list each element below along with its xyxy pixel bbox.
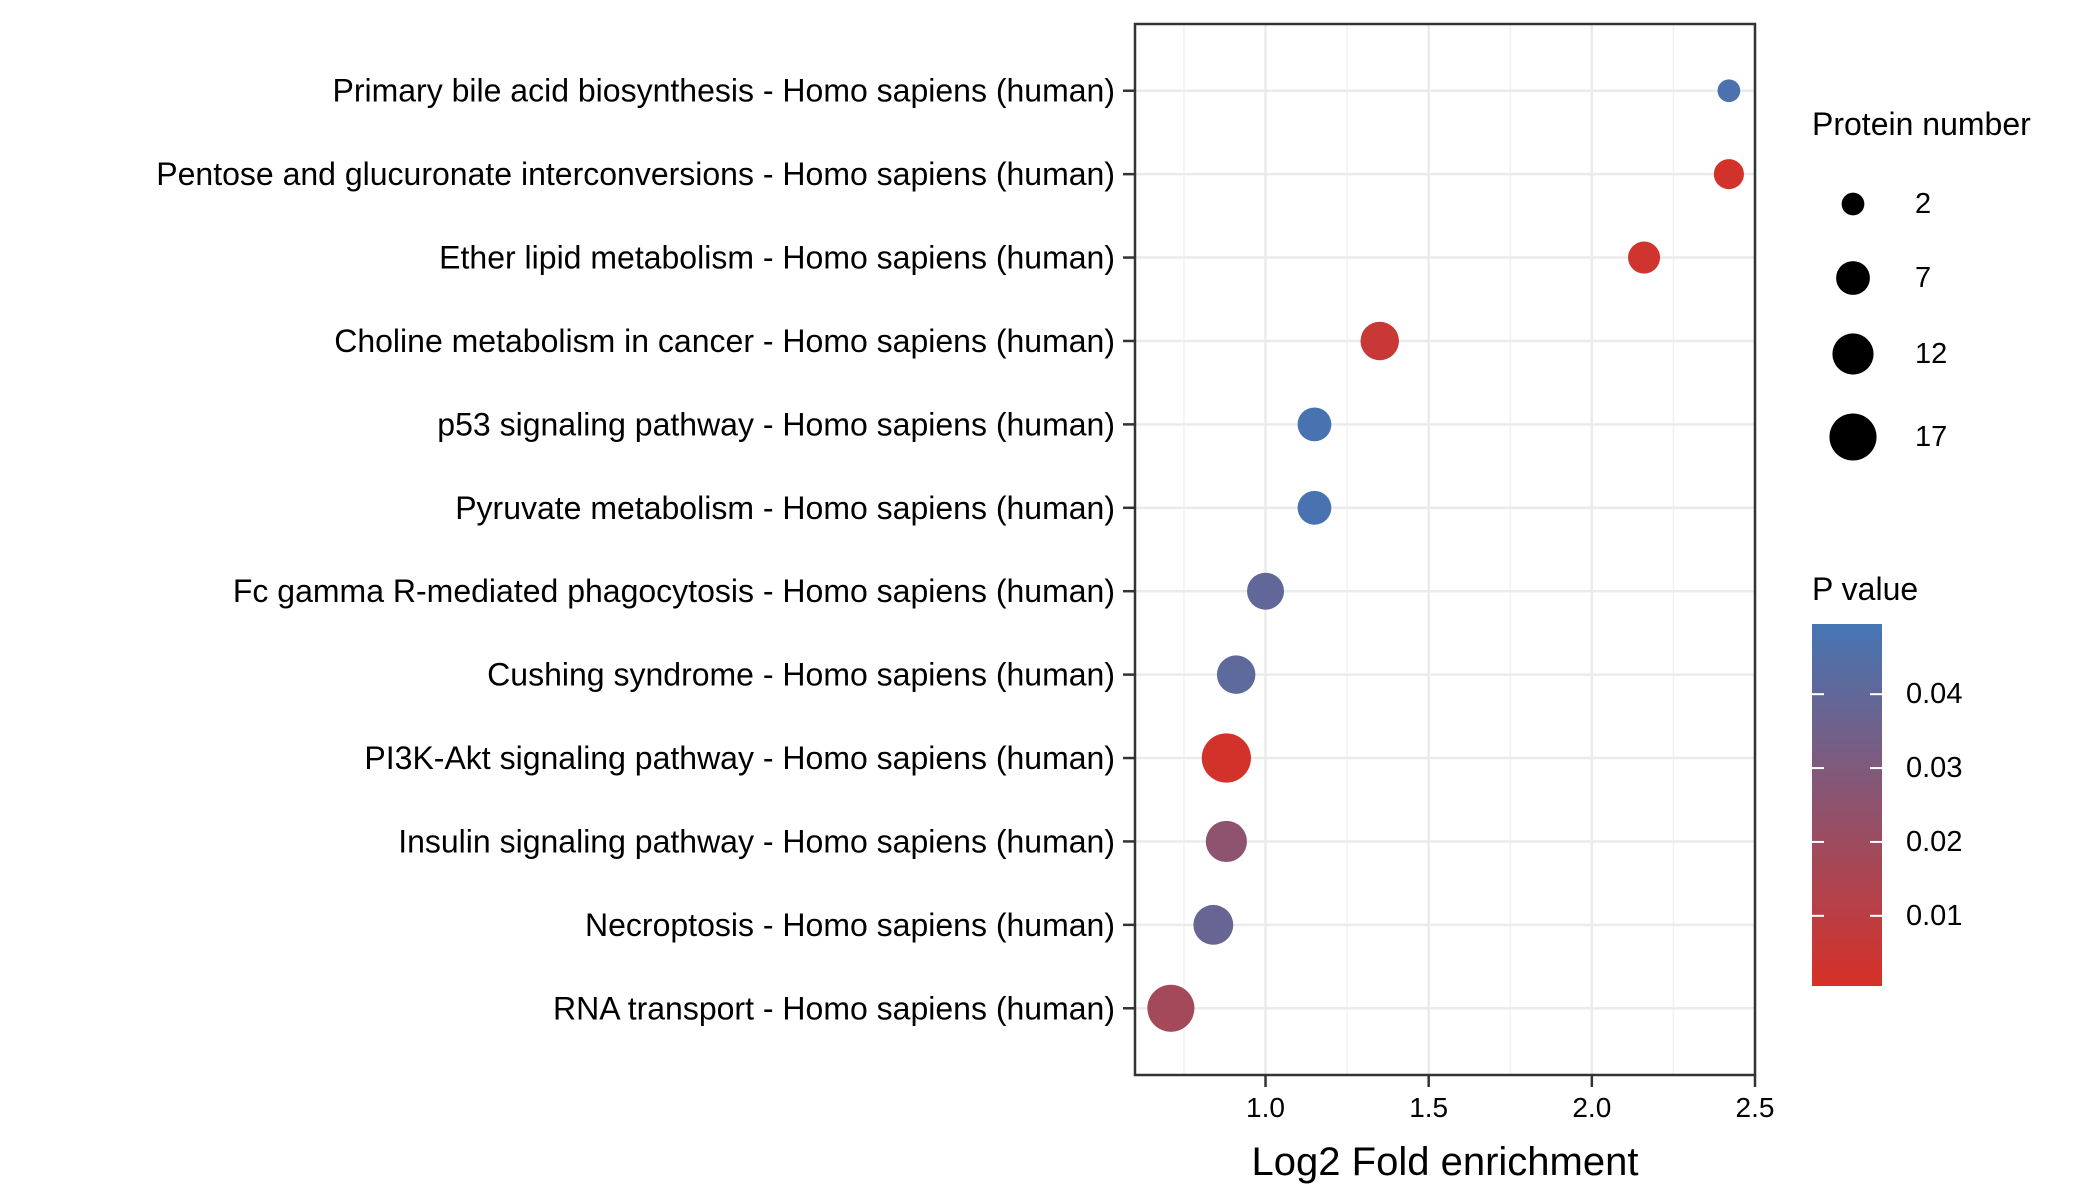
data-point [1216,655,1256,694]
data-point [1713,159,1744,190]
size-legend-label: 7 [1915,262,1931,294]
data-points [1147,79,1744,1032]
y-tick-label: Fc gamma R-mediated phagocytosis - Homo … [233,573,1115,609]
data-point [1205,820,1247,863]
x-axis-title: Log2 Fold enrichment [1252,1140,1639,1184]
color-legend-label: 0.04 [1906,678,1962,710]
size-legend-dot [1832,333,1874,375]
y-tick-label: Insulin signaling pathway - Homo sapiens… [398,823,1115,859]
data-point [1297,407,1332,442]
size-legend-label: 17 [1915,421,1947,453]
data-point [1147,984,1195,1032]
y-tick-label: Primary bile acid biosynthesis - Homo sa… [332,73,1115,109]
size-legend-dot [1836,261,1870,295]
y-tick-label: Pentose and glucuronate interconversions… [156,156,1115,192]
color-legend-label: 0.03 [1906,752,1962,784]
size-legend: Protein number 2 7 12 17 [1812,106,2031,461]
size-legend-label: 2 [1915,188,1931,220]
size-legend-label: 12 [1915,338,1947,370]
data-point [1193,904,1234,945]
data-point [1717,79,1741,103]
y-tick-label: Pyruvate metabolism - Homo sapiens (huma… [455,490,1115,526]
color-legend-label: 0.02 [1906,826,1962,858]
y-tick-label: RNA transport - Homo sapiens (human) [553,990,1115,1026]
y-tick-label: p53 signaling pathway - Homo sapiens (hu… [437,406,1115,442]
y-tick-label: PI3K-Akt signaling pathway - Homo sapien… [364,740,1115,776]
color-legend-bar [1812,624,1882,986]
y-tick-label: Cushing syndrome - Homo sapiens (human) [487,657,1115,693]
x-tick-label: 2.5 [1736,1092,1775,1123]
color-legend-title: P value [1812,571,1918,607]
size-legend-dot [1841,192,1865,216]
color-legend: P value 0.01 0.02 0.03 0.04 [1812,571,1962,986]
size-legend-dot [1829,413,1877,461]
data-point [1201,733,1251,783]
data-point [1247,572,1285,610]
y-tick-label: Ether lipid metabolism - Homo sapiens (h… [439,240,1115,276]
size-legend-title: Protein number [1812,106,2031,142]
x-tick-label: 1.0 [1246,1092,1285,1123]
grid-lines [1135,24,1757,1075]
y-tick-label: Necroptosis - Homo sapiens (human) [585,907,1115,943]
plot-panel-border [1133,22,1757,1077]
x-tick-label: 1.5 [1409,1092,1448,1123]
data-point [1297,490,1332,525]
x-tick-label: 2.0 [1572,1092,1611,1123]
y-tick-label: Choline metabolism in cancer - Homo sapi… [334,323,1115,359]
color-legend-label: 0.01 [1906,900,1962,932]
data-point [1360,321,1399,361]
y-axis-ticks: Primary bile acid biosynthesis - Homo sa… [156,73,1135,1026]
x-axis-ticks: 1.0 1.5 2.0 2.5 [1246,1075,1774,1123]
data-point [1628,241,1661,274]
